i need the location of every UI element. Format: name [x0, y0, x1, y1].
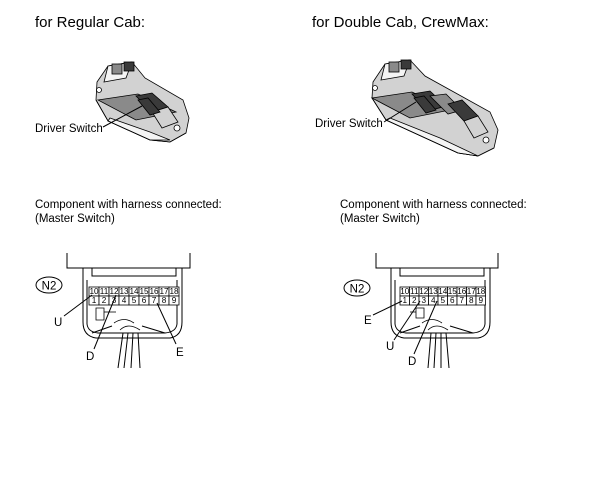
driver-switch-leader-double-cab — [383, 101, 417, 123]
pin-number: 14 — [129, 287, 139, 296]
pin-number: 3 — [421, 296, 426, 305]
caption-line1-double-cab: Component with harness connected: — [340, 199, 527, 211]
connector-housing-regular-cab — [66, 253, 191, 369]
pin-number: 16 — [457, 287, 467, 296]
pin-number: 7 — [459, 296, 464, 305]
pin-number: 4 — [431, 296, 436, 305]
driver-switch-label-regular-cab: Driver Switch — [35, 123, 103, 135]
pin-number: 17 — [159, 287, 169, 296]
terminal-u-leader-double-cab — [393, 300, 421, 341]
pin-number: 8 — [162, 296, 167, 305]
caption-line2-regular-cab: (Master Switch) — [35, 213, 115, 225]
pin-number: 13 — [429, 287, 439, 296]
pin-number: 5 — [132, 296, 137, 305]
pin-number: 9 — [172, 296, 177, 305]
caption-line1-regular-cab: Component with harness connected: — [35, 199, 222, 211]
pin-number: 10 — [89, 287, 99, 296]
pin-number: 17 — [467, 287, 477, 296]
pin-number: 11 — [410, 287, 419, 296]
pin-number: 2 — [412, 296, 417, 305]
pin-cell — [168, 295, 180, 306]
pin-number: 6 — [450, 296, 455, 305]
driver-switch-label-double-cab: Driver Switch — [315, 118, 383, 130]
pin-number: 12 — [109, 287, 119, 296]
terminal-d-leader-regular-cab — [93, 294, 117, 350]
pin-number: 14 — [438, 287, 448, 296]
terminal-u-double-cab: U — [386, 341, 394, 353]
pin-number: 18 — [476, 287, 486, 296]
connector-id-badge-double-cab — [343, 279, 371, 297]
pin-number: 5 — [440, 296, 445, 305]
terminal-d-regular-cab: D — [86, 351, 94, 363]
heading-regular-cab: for Regular Cab: — [35, 14, 145, 31]
switch-illustration-regular-cab — [95, 61, 190, 143]
pin-number: 6 — [142, 296, 147, 305]
pin-number: 10 — [400, 287, 410, 296]
pin-number: 1 — [92, 296, 97, 305]
terminal-d-leader-double-cab — [413, 300, 438, 355]
pin-number: 4 — [122, 296, 127, 305]
pin-number: 11 — [100, 287, 109, 296]
heading-double-cab: for Double Cab, CrewMax: — [312, 14, 489, 31]
terminal-u-regular-cab: U — [54, 317, 62, 329]
pin-number: 8 — [469, 296, 474, 305]
terminal-e-regular-cab: E — [176, 347, 184, 359]
caption-line2-double-cab: (Master Switch) — [340, 213, 420, 225]
terminal-e-leader-regular-cab — [156, 302, 177, 345]
switch-illustration-double-cab — [370, 59, 499, 157]
terminal-e-leader-double-cab — [372, 300, 403, 316]
connector-id-double-cab: N2 — [350, 284, 365, 296]
pin-number: 15 — [139, 287, 149, 296]
pin-number: 16 — [149, 287, 159, 296]
connector-id-badge-regular-cab — [35, 276, 63, 294]
pin-number: 9 — [478, 296, 483, 305]
pin-number: 12 — [419, 287, 429, 296]
pin-number: 13 — [119, 287, 129, 296]
pin-number: 2 — [102, 296, 107, 305]
pin-number: 7 — [152, 296, 157, 305]
pin-number: 3 — [112, 296, 117, 305]
pin-number: 1 — [402, 296, 407, 305]
panel-double-cab: for Double Cab, CrewMax: Driver Switch C… — [312, 14, 527, 369]
panel-regular-cab: for Regular Cab: Driver Switch Component… — [35, 14, 222, 369]
pin-number: 15 — [448, 287, 458, 296]
driver-switch-leader-regular-cab — [102, 105, 143, 128]
pin-cell — [475, 295, 486, 306]
connector-housing-double-cab — [375, 253, 499, 369]
terminal-u-leader-regular-cab — [63, 294, 93, 317]
terminal-d-double-cab: D — [408, 356, 416, 368]
pin-number: 18 — [169, 287, 179, 296]
connector-id-regular-cab: N2 — [42, 281, 57, 293]
terminal-e-double-cab: E — [364, 315, 372, 327]
